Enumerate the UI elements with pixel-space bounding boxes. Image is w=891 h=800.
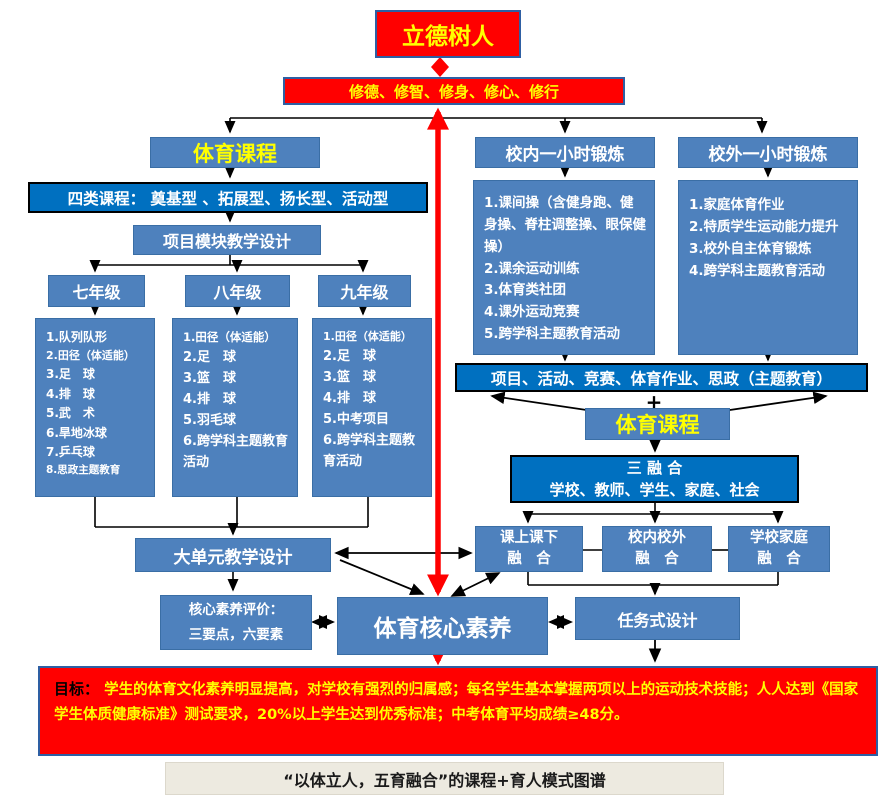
list-item: 5.中考项目 [323,411,389,427]
list-item: 2.课余运动训练 [484,260,580,277]
banner-label: 修德、修智、修身、修心、修行 [348,82,559,101]
grade7-list: 1.队列队形 2.田径（体适能） 3.足 球 4.排 球 5.武 术 6.旱地冰… [35,318,155,497]
list-item: 1.家庭体育作业 [689,197,785,213]
three-fusion-title: 三 融 合 [626,458,683,477]
three-fusion-box: 三 融 合 学校、教师、学生、家庭、社会 [510,455,799,503]
fusion-box-line: 融 合 [757,551,801,567]
fusion-box-line: 学校家庭 [750,529,808,546]
list-item: 7.乒乓球 [46,445,95,459]
combo-label: 项目、活动、竞赛、体育作业、思政（主题教育） [490,369,832,388]
module-design-label: 项目模块教学设计 [162,232,291,251]
list-item: 4.排 球 [183,391,236,407]
list-item: 3.校外自主体育锻炼 [689,240,812,257]
list-item: 5.跨学科主题教育活动 [484,326,621,343]
list-item: 5.羽毛球 [183,412,236,428]
list-item: 2.足 球 [323,348,376,364]
module-design-box: 项目模块教学设计 [133,225,321,255]
list-item: 1.田径（体适能） [183,330,276,344]
goal-text: 学生的体育文化素养明显提高，对学校有强烈的归属感；每名学生基本掌握两项以上的运动… [54,682,859,723]
core-literacy-label: 体育核心素养 [373,616,512,642]
grade8-header: 八年级 [185,275,290,307]
out-school-header: 校外一小时锻炼 [678,137,858,168]
list-item: 1.田径（体适能） [323,330,412,343]
list-item: 8.思政主题教育 [46,464,121,477]
four-types-label: 四类课程： 奠基型 、拓展型、扬长型、活动型 [67,189,389,208]
in-school-header: 校内一小时锻炼 [475,137,655,168]
fusion-box-class: 课上课下 融 合 [475,526,583,572]
list-item: 2.特质学生运动能力提升 [689,218,839,235]
unit-design-box: 大单元教学设计 [135,538,331,572]
in-school-label: 校内一小时锻炼 [505,145,625,165]
root-box: 立德树人 [375,10,521,58]
task-design-label: 任务式设计 [617,610,698,630]
fusion-box-line: 融 合 [635,551,679,567]
list-item: 6.旱地冰球 [46,425,107,440]
list-item: 6.跨学科主题教育活动 [183,433,288,470]
fusion-box-school: 校内校外 融 合 [602,526,712,572]
three-fusion-subtitle: 学校、教师、学生、家庭、社会 [549,481,760,499]
list-item: 4.课外运动竞赛 [484,304,580,321]
banner-box: 修德、修智、修身、修心、修行 [283,77,625,105]
four-types-box: 四类课程： 奠基型 、拓展型、扬长型、活动型 [28,182,428,213]
evaluation-line2: 三要点，六要素 [188,626,284,643]
list-item: 3.篮 球 [183,370,236,386]
list-item: 4.排 球 [46,386,95,401]
list-item: 3.足 球 [46,367,95,382]
evaluation-box: 核心素养评价： 三要点，六要素 [160,595,312,650]
grade7-label: 七年级 [72,283,121,302]
unit-design-label: 大单元教学设计 [173,547,293,568]
pe-course-box: 体育课程 [150,137,320,168]
caption-label: “以体立人，五育融合”的课程+育人模式图谱 [283,770,606,790]
out-school-label: 校外一小时锻炼 [708,145,828,165]
grade8-label: 八年级 [213,283,262,302]
combo-box: 项目、活动、竞赛、体育作业、思政（主题教育） [455,363,868,392]
list-item: 5.武 术 [46,406,95,421]
task-design-box: 任务式设计 [575,597,740,640]
pe-course2-label: 体育课程 [615,413,700,437]
root-label: 立德树人 [402,24,494,50]
grade8-list: 1.田径（体适能） 2.足 球 3.篮 球 4.排 球 5.羽毛球 6.跨学科主… [172,318,298,497]
pe-course2-box: 体育课程 [585,408,730,440]
in-school-list: 1.课间操（含健身跑、健身操、脊柱调整操、眼保健操） 2.课余运动训练 3.体育… [473,180,655,355]
fusion-box-line: 融 合 [507,551,551,567]
list-item: 2.足 球 [183,349,236,365]
fusion-box-line: 课上课下 [500,529,558,546]
goal-label: 目标： [54,680,100,698]
list-item: 1.队列队形 [46,330,107,344]
list-item: 4.跨学科主题教育活动 [689,262,826,279]
grade7-header: 七年级 [48,275,145,307]
fusion-box-family: 学校家庭 融 合 [728,526,830,572]
goal-box: 目标： 学生的体育文化素养明显提高，对学校有强烈的归属感；每名学生基本掌握两项以… [38,666,878,756]
list-item: 1.课间操（含健身跑、健身操、脊柱调整操、眼保健操） [484,195,646,255]
list-item: 2.田径（体适能） [46,349,135,363]
pe-course-label: 体育课程 [193,141,277,166]
list-item: 3.篮 球 [323,369,376,385]
out-school-list: 1.家庭体育作业 2.特质学生运动能力提升 3.校外自主体育锻炼 4.跨学科主题… [678,180,858,355]
diagram-caption: “以体立人，五育融合”的课程+育人模式图谱 [165,762,724,795]
list-item: 6.跨学科主题教育活动 [323,433,415,470]
grade9-label: 九年级 [340,283,389,302]
fusion-box-line: 校内校外 [628,529,686,546]
core-literacy-box: 体育核心素养 [337,597,548,655]
list-item: 4.排 球 [323,390,376,406]
grade9-list: 1.田径（体适能） 2.足 球 3.篮 球 4.排 球 5.中考项目 6.跨学科… [312,318,432,497]
grade9-header: 九年级 [318,275,411,307]
list-item: 3.体育类社团 [484,282,567,299]
evaluation-line1: 核心素养评价： [188,602,284,619]
